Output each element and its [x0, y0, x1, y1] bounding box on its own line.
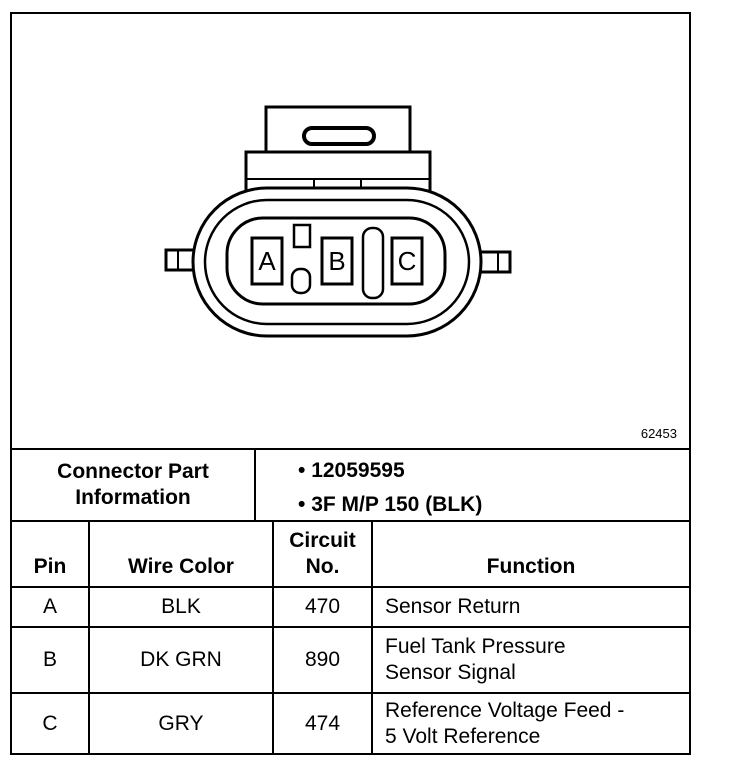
divider — [12, 448, 689, 450]
row-b-pin: B — [42, 648, 57, 671]
row-b-function: Fuel Tank Pressure Sensor Signal — [385, 635, 566, 684]
connector-key-bar — [361, 226, 385, 300]
header-circuit-no: Circuit No. — [289, 529, 356, 578]
divider — [272, 520, 274, 753]
divider — [12, 626, 689, 628]
figure-id: 62453 — [640, 426, 677, 441]
row-c-function: Reference Voltage Feed - 5 Volt Referenc… — [385, 698, 625, 748]
row-a-pin: A — [42, 595, 57, 618]
part-number-item: • 12059595 — [298, 459, 405, 482]
row-c-circuit: 474 — [304, 711, 341, 735]
row-b-wire-color: DK GRN — [140, 648, 222, 671]
divider — [371, 520, 373, 753]
header-wire-color: Wire Color — [128, 555, 234, 578]
row-b-circuit: 890 — [304, 648, 341, 671]
pin-c-cavity — [390, 236, 424, 286]
part-info-label: Connector Part Information — [12, 450, 254, 520]
row-a-function: Sensor Return — [385, 595, 521, 618]
connector-latch-base — [244, 150, 432, 194]
part-info-label-line: Information — [75, 486, 191, 509]
header-function: Function — [486, 555, 576, 578]
pin-a-cavity — [250, 236, 284, 286]
connector-key-square — [292, 223, 312, 249]
row-a-wire-color: BLK — [161, 595, 201, 618]
pin-b-label: B — [328, 246, 345, 276]
row-a-circuit: 470 — [304, 595, 341, 618]
connector-diagram: A B C 62453 — [12, 14, 689, 450]
pin-a-label: A — [258, 246, 276, 276]
connector-right-ear — [476, 250, 512, 274]
connector-info-frame: A B C 62453 Connector Part Information •… — [10, 12, 691, 755]
connector-key-round — [290, 267, 312, 295]
row-c-pin: C — [42, 711, 58, 735]
part-series-item: • 3F M/P 150 (BLK) — [298, 493, 483, 516]
pin-c-label: C — [398, 246, 417, 276]
divider — [12, 520, 689, 522]
part-info-label-line: Connector Part — [57, 460, 209, 483]
header-pin: Pin — [33, 555, 67, 578]
divider — [12, 586, 689, 588]
pin-b-cavity — [320, 236, 354, 286]
divider — [254, 448, 256, 522]
row-c-wire-color: GRY — [158, 711, 204, 735]
divider — [88, 520, 90, 753]
connector-latch-slot — [302, 126, 376, 146]
connector-drawing: A B C — [164, 105, 512, 338]
divider — [12, 692, 689, 694]
